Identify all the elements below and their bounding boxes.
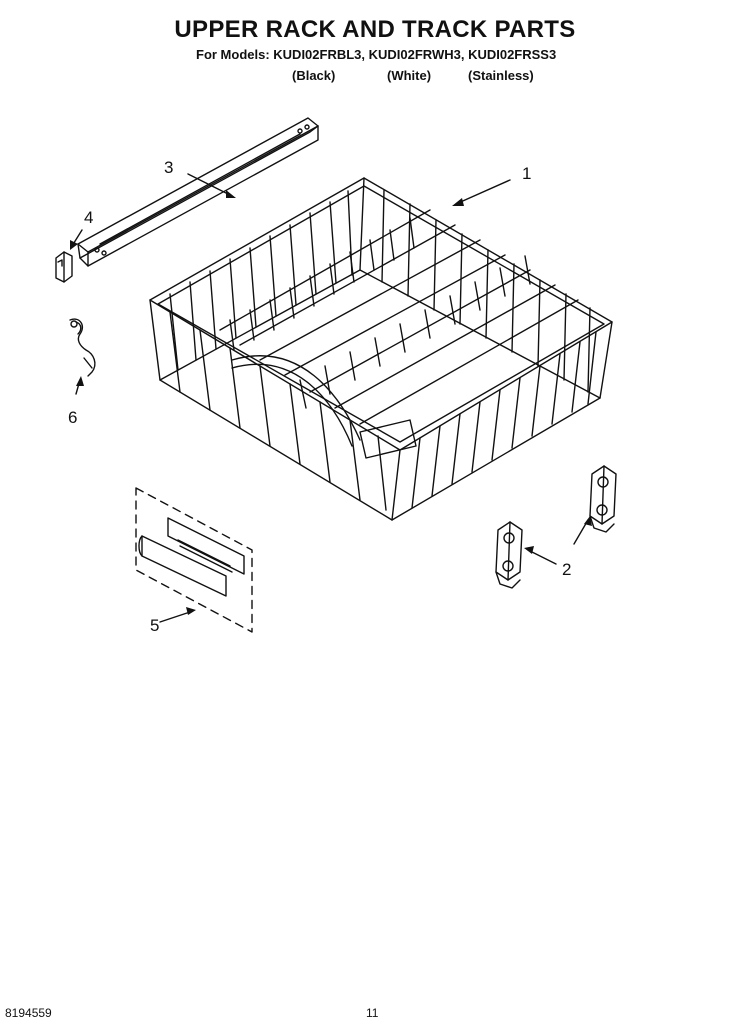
finish-white: (White) — [387, 68, 432, 83]
page-title: UPPER RACK AND TRACK PARTS — [174, 16, 576, 43]
page-number: 11 — [366, 1006, 379, 1020]
handle-assembly-part — [135, 487, 253, 633]
callout-3: 3 — [164, 158, 174, 177]
document-number: 8194559 — [5, 1006, 52, 1020]
finish-labels: (Black) (White) (Stainless) — [0, 68, 750, 86]
roller-clip-part-rear — [589, 465, 617, 533]
stop-clip-part — [69, 318, 96, 377]
finish-black: (Black) — [292, 68, 336, 83]
track-end-cap-part — [55, 251, 73, 283]
upper-rack-part — [149, 177, 613, 521]
callout-2: 2 — [562, 560, 572, 579]
track-rail-part — [77, 117, 319, 267]
arrowheads — [70, 190, 592, 615]
callout-1: 1 — [522, 164, 532, 183]
callout-4: 4 — [84, 208, 94, 227]
callout-5: 5 — [150, 616, 160, 635]
roller-clip-part-front — [495, 521, 523, 589]
leader-lines — [71, 173, 589, 623]
models-line: For Models: KUDI02FRBL3, KUDI02FRWH3, KU… — [196, 47, 557, 62]
callout-6: 6 — [68, 408, 78, 427]
finish-stainless: (Stainless) — [468, 68, 534, 83]
